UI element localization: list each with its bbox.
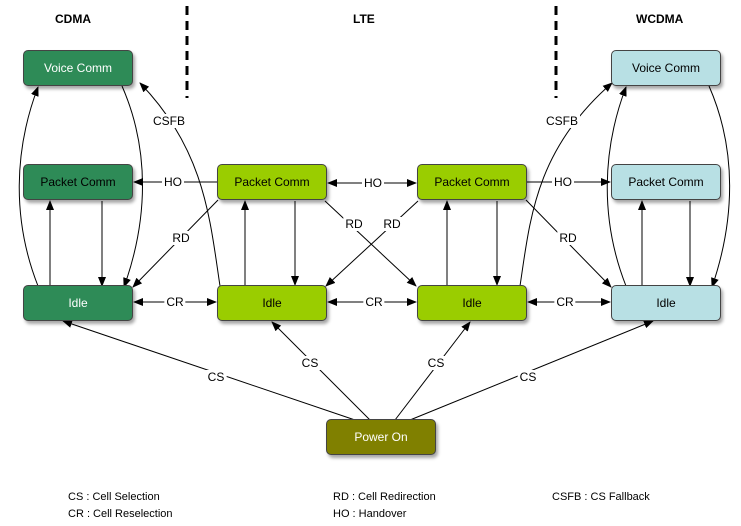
state-wcdma-packet-comm: Packet Comm bbox=[611, 164, 721, 200]
state-wcdma-idle: Idle bbox=[611, 285, 721, 321]
edge-label-cs-3: CS bbox=[425, 356, 447, 370]
legend-rd: RD : Cell Redirection bbox=[333, 491, 436, 503]
edge-label-rd-left: RD bbox=[170, 231, 192, 245]
legend-ho: HO : Handover bbox=[333, 508, 407, 520]
edge-label-rd-mid1: RD bbox=[343, 217, 365, 231]
edge-label-rd-right: RD bbox=[557, 231, 579, 245]
state-lte2-idle: Idle bbox=[417, 285, 527, 321]
edge-label-cr-mid: CR bbox=[363, 295, 385, 309]
edge-label-csfb-left: CSFB bbox=[150, 114, 188, 128]
state-power-on: Power On bbox=[326, 419, 436, 455]
edge-label-cs-2: CS bbox=[299, 356, 321, 370]
state-cdma-voice-comm: Voice Comm bbox=[23, 50, 133, 86]
legend-cr: CR : Cell Reselection bbox=[68, 508, 173, 520]
edge-label-csfb-right: CSFB bbox=[543, 114, 581, 128]
column-title-wcdma: WCDMA bbox=[636, 12, 684, 26]
edge-label-rd-mid2: RD bbox=[381, 217, 403, 231]
state-lte1-packet-comm: Packet Comm bbox=[217, 164, 327, 200]
state-cdma-idle: Idle bbox=[23, 285, 133, 321]
legend-cs: CS : Cell Selection bbox=[68, 491, 160, 503]
edge-label-cr-left: CR bbox=[164, 295, 186, 309]
state-cdma-packet-comm: Packet Comm bbox=[23, 164, 133, 200]
edge-label-ho-right: HO bbox=[552, 175, 574, 189]
column-title-cdma: CDMA bbox=[55, 12, 91, 26]
edge-label-cs-4: CS bbox=[517, 370, 539, 384]
state-wcdma-voice-comm: Voice Comm bbox=[611, 50, 721, 86]
edge-label-cr-right: CR bbox=[554, 295, 576, 309]
state-lte2-packet-comm: Packet Comm bbox=[417, 164, 527, 200]
legend-csfb: CSFB : CS Fallback bbox=[552, 491, 650, 503]
state-lte1-idle: Idle bbox=[217, 285, 327, 321]
edge-label-ho-mid: HO bbox=[362, 176, 384, 190]
edge-label-ho-left: HO bbox=[162, 175, 184, 189]
column-title-lte: LTE bbox=[353, 12, 375, 26]
edge-label-cs-1: CS bbox=[205, 370, 227, 384]
